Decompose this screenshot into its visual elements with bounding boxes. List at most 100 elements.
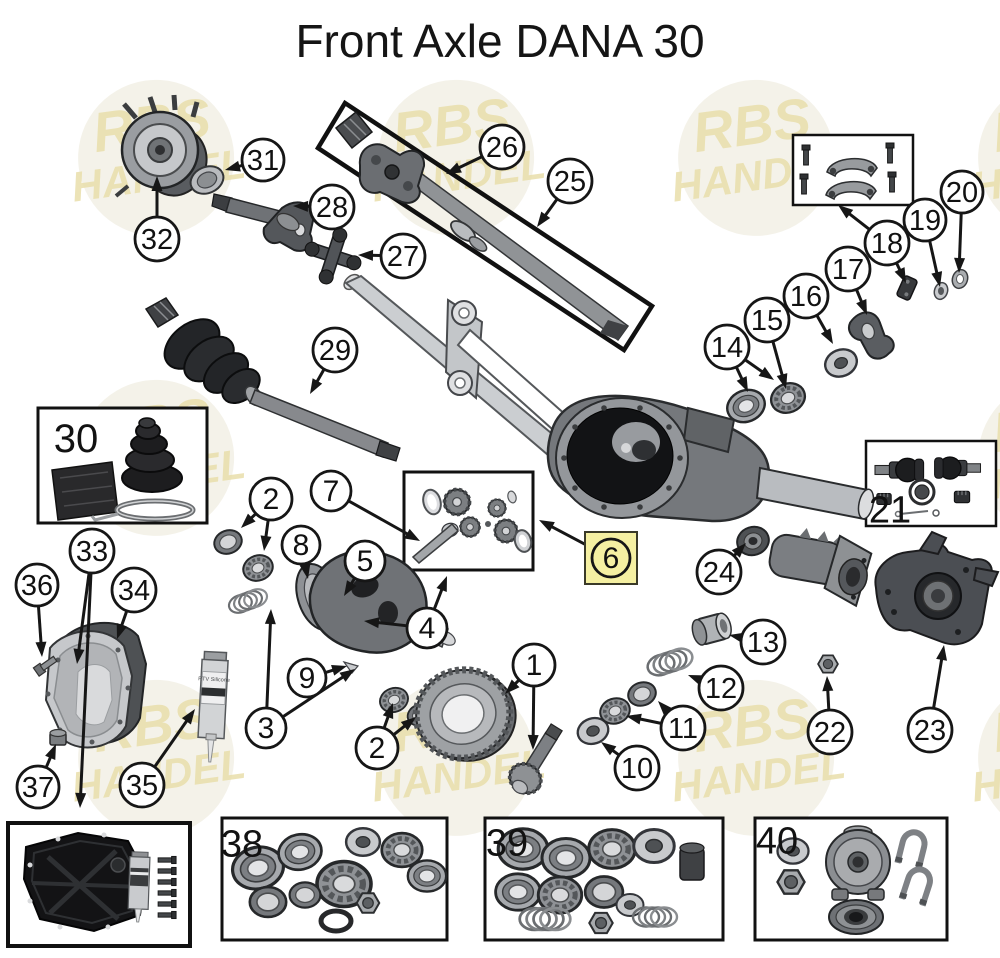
callout-circle[interactable] xyxy=(68,527,116,575)
callout-18[interactable]: 18 xyxy=(838,205,911,283)
callout-circle[interactable] xyxy=(15,764,61,810)
pinion-spacer xyxy=(691,612,732,646)
axle-shaft-assembly-box[interactable] xyxy=(314,99,656,354)
callout-circle[interactable] xyxy=(590,537,632,579)
callout-number: 35 xyxy=(126,770,158,802)
callout-23[interactable]: 23 xyxy=(906,645,954,754)
callout-circle[interactable] xyxy=(110,566,158,614)
callout-19[interactable]: 19 xyxy=(902,197,948,287)
u-joint xyxy=(304,227,362,285)
box-label-30[interactable]: 30 xyxy=(54,417,99,461)
strap-bracket xyxy=(896,275,918,301)
callout-17[interactable]: 17 xyxy=(824,245,872,315)
callout-circle[interactable] xyxy=(308,183,356,231)
callout-37[interactable]: 37 xyxy=(15,744,61,810)
callout-circle[interactable] xyxy=(379,232,427,280)
callout-circle[interactable] xyxy=(343,539,387,583)
arrowhead-icon xyxy=(45,744,56,760)
callout-circle[interactable] xyxy=(703,323,751,371)
yoke-washer xyxy=(819,343,863,383)
callout-9[interactable]: 9 xyxy=(286,657,347,699)
callout-2[interactable]: 2 xyxy=(241,476,294,551)
cv-boot-kit-contents xyxy=(51,417,196,522)
callout-circle[interactable] xyxy=(240,137,286,183)
callout-10[interactable]: 10 xyxy=(601,742,661,792)
callout-circle[interactable] xyxy=(118,761,166,809)
callout-34[interactable]: 34 xyxy=(110,566,158,639)
callout-15[interactable]: 15 xyxy=(743,296,791,389)
callout-circle[interactable] xyxy=(354,725,400,771)
box-label-40[interactable]: 40 xyxy=(756,820,798,862)
callout-circle[interactable] xyxy=(695,548,743,596)
callout-3[interactable]: 3 xyxy=(244,609,355,750)
callout-circle[interactable] xyxy=(613,744,661,792)
callout-circle[interactable] xyxy=(906,706,954,754)
cv-axle-shaft xyxy=(144,297,401,462)
callout-circle[interactable] xyxy=(939,169,985,215)
callout-circle[interactable] xyxy=(244,706,288,750)
lock-washer xyxy=(951,268,969,290)
callout-32[interactable]: 32 xyxy=(133,176,181,263)
callout-circle[interactable] xyxy=(546,157,594,205)
arrowhead-icon xyxy=(241,513,256,528)
callout-20[interactable]: 20 xyxy=(939,169,985,273)
callout-circle[interactable] xyxy=(14,562,60,608)
callout-circle[interactable] xyxy=(309,469,353,513)
arrowhead-icon xyxy=(527,734,539,750)
callout-circle[interactable] xyxy=(782,272,830,320)
callout-31[interactable]: 31 xyxy=(225,137,286,183)
callout-circle[interactable] xyxy=(248,476,294,522)
yoke-small-washer xyxy=(933,281,949,301)
callout-33[interactable]: 33 xyxy=(68,527,116,808)
box-label-38[interactable]: 38 xyxy=(221,823,263,865)
callout-circle[interactable] xyxy=(133,215,181,263)
callout-circle[interactable] xyxy=(311,326,359,374)
callout-circle[interactable] xyxy=(863,219,911,267)
box-label-21[interactable]: 21 xyxy=(869,489,911,531)
callout-8[interactable]: 8 xyxy=(280,524,322,579)
callout-arrow xyxy=(531,686,536,739)
callout-circle[interactable] xyxy=(743,296,791,344)
callout-4[interactable]: 4 xyxy=(364,576,449,650)
callout-12[interactable]: 12 xyxy=(688,664,745,712)
callout-28[interactable]: 28 xyxy=(293,183,356,231)
callout-2-2[interactable]: 2 xyxy=(354,703,416,771)
callout-circle[interactable] xyxy=(824,245,872,293)
callout-5[interactable]: 5 xyxy=(343,539,387,596)
callout-25[interactable]: 25 xyxy=(537,157,594,227)
callout-29[interactable]: 29 xyxy=(310,326,359,394)
callout-22[interactable]: 22 xyxy=(806,676,854,756)
callout-number: 7 xyxy=(323,475,340,508)
box-label-39[interactable]: 39 xyxy=(486,822,528,864)
callout-circle[interactable] xyxy=(739,618,787,666)
callout-arrow xyxy=(957,213,963,262)
callout-13[interactable]: 13 xyxy=(729,618,787,666)
callout-circle[interactable] xyxy=(478,123,526,171)
callout-circle[interactable] xyxy=(511,642,557,688)
callout-1[interactable]: 1 xyxy=(505,642,557,750)
u-joint-strap-kit-box[interactable] xyxy=(791,133,915,207)
callout-7[interactable]: 7 xyxy=(309,469,420,541)
callout-11[interactable]: 11 xyxy=(626,701,707,752)
callout-number: 16 xyxy=(790,281,822,313)
callout-circle[interactable] xyxy=(902,197,948,243)
callout-6[interactable]: 6 xyxy=(539,520,638,585)
callout-circle[interactable] xyxy=(405,606,449,650)
callout-circle[interactable] xyxy=(806,708,854,756)
callout-24[interactable]: 24 xyxy=(695,543,746,596)
arrowhead-icon xyxy=(936,645,947,661)
callout-circle[interactable] xyxy=(697,664,745,712)
callout-circle[interactable] xyxy=(280,524,322,566)
callout-27[interactable]: 27 xyxy=(358,232,427,280)
callout-number: 31 xyxy=(247,145,279,177)
callout-14[interactable]: 14 xyxy=(703,323,774,392)
callout-16[interactable]: 16 xyxy=(782,272,833,344)
callout-circle[interactable] xyxy=(286,657,328,699)
arrowhead-icon xyxy=(436,576,447,592)
callout-35[interactable]: 35 xyxy=(118,709,195,809)
callout-36[interactable]: 36 xyxy=(14,562,60,657)
callout-circle[interactable] xyxy=(659,704,707,752)
callout-26[interactable]: 26 xyxy=(446,123,526,174)
